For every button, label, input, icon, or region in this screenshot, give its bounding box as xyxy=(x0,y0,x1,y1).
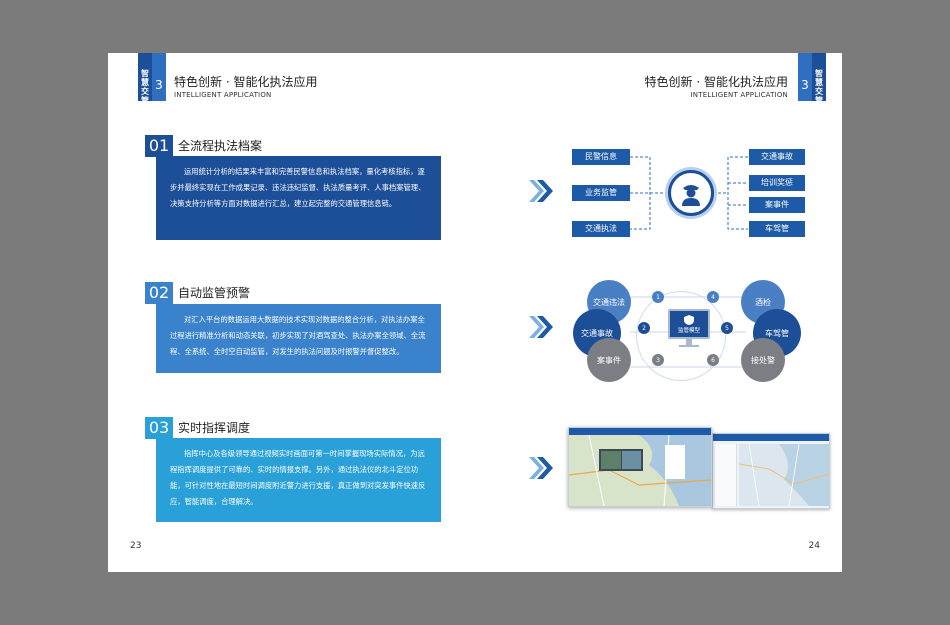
diagram-node: 案事件 xyxy=(749,197,805,213)
chevron-right-icon xyxy=(529,316,553,338)
brand-label: 智慧交管 xyxy=(138,53,152,105)
chapter-number: 3 xyxy=(798,53,812,101)
node-case-event: 案事件 xyxy=(587,338,631,382)
diagram-node: 交通执法 xyxy=(572,221,630,237)
section-body: 指挥中心及各级领导通过视频实时画面可第一时间掌握现场实际情况，为远程指挥调度提供… xyxy=(156,438,441,522)
section-number-badge: 03 xyxy=(145,417,173,439)
left-header-title: 特色创新 · 智能化执法应用 xyxy=(174,75,318,89)
section-title: 全流程执法档案 xyxy=(178,139,263,153)
left-header-subtitle: INTELLIGENT APPLICATION xyxy=(174,91,272,99)
node-number: 2 xyxy=(638,322,650,334)
section-number-badge: 01 xyxy=(145,135,173,157)
police-officer-icon xyxy=(668,170,714,216)
right-chapter-tab: 智慧交管 3 xyxy=(798,53,826,105)
diagram-node: 交通事故 xyxy=(749,149,805,165)
brochure-spread: 智慧交管 3 特色创新 · 智能化执法应用 INTELLIGENT APPLIC… xyxy=(108,53,842,572)
node-number: 1 xyxy=(652,291,664,303)
shield-icon xyxy=(684,314,694,325)
node-number: 4 xyxy=(707,291,719,303)
section-body: 运用统计分析的结果来丰富和完善民警信息和执法档案，量化考核指标，逐步并最终实现在… xyxy=(156,156,441,240)
left-chapter-tab: 智慧交管 3 xyxy=(138,53,166,105)
diagram-node: 车驾管 xyxy=(749,221,805,237)
dispatch-screenshot-back xyxy=(712,433,830,509)
diagram-node: 民警信息 xyxy=(572,149,630,165)
page-number-right: 24 xyxy=(808,541,820,551)
section-title: 实时指挥调度 xyxy=(178,421,251,435)
node-number: 3 xyxy=(652,354,664,366)
chapter-number: 3 xyxy=(152,53,166,101)
node-number: 5 xyxy=(721,322,733,334)
monitor-icon: 监管模型 xyxy=(668,309,710,351)
section-body: 对汇入平台的数据运用大数据的技术实现对数据的整合分析，对执法办案全过程进行精准分… xyxy=(156,304,441,373)
chevron-right-icon xyxy=(529,457,553,479)
diagram-ring xyxy=(636,291,726,381)
node-dispatch: 接处警 xyxy=(741,338,785,382)
right-header-title: 特色创新 · 智能化执法应用 xyxy=(644,75,788,89)
diagram-node: 业务监管 xyxy=(572,185,630,201)
node-number: 6 xyxy=(707,354,719,366)
dispatch-screenshot-front xyxy=(568,427,712,507)
right-header-subtitle: INTELLIGENT APPLICATION xyxy=(690,91,788,99)
section-title: 自动监管预警 xyxy=(178,286,251,300)
section-number-badge: 02 xyxy=(145,282,173,304)
brand-label: 智慧交管 xyxy=(812,53,826,105)
monitor-label: 监管模型 xyxy=(677,327,700,334)
diagram-node: 培训奖惩 xyxy=(749,175,805,191)
chevron-right-icon xyxy=(529,180,553,202)
page-number-left: 23 xyxy=(130,541,142,551)
